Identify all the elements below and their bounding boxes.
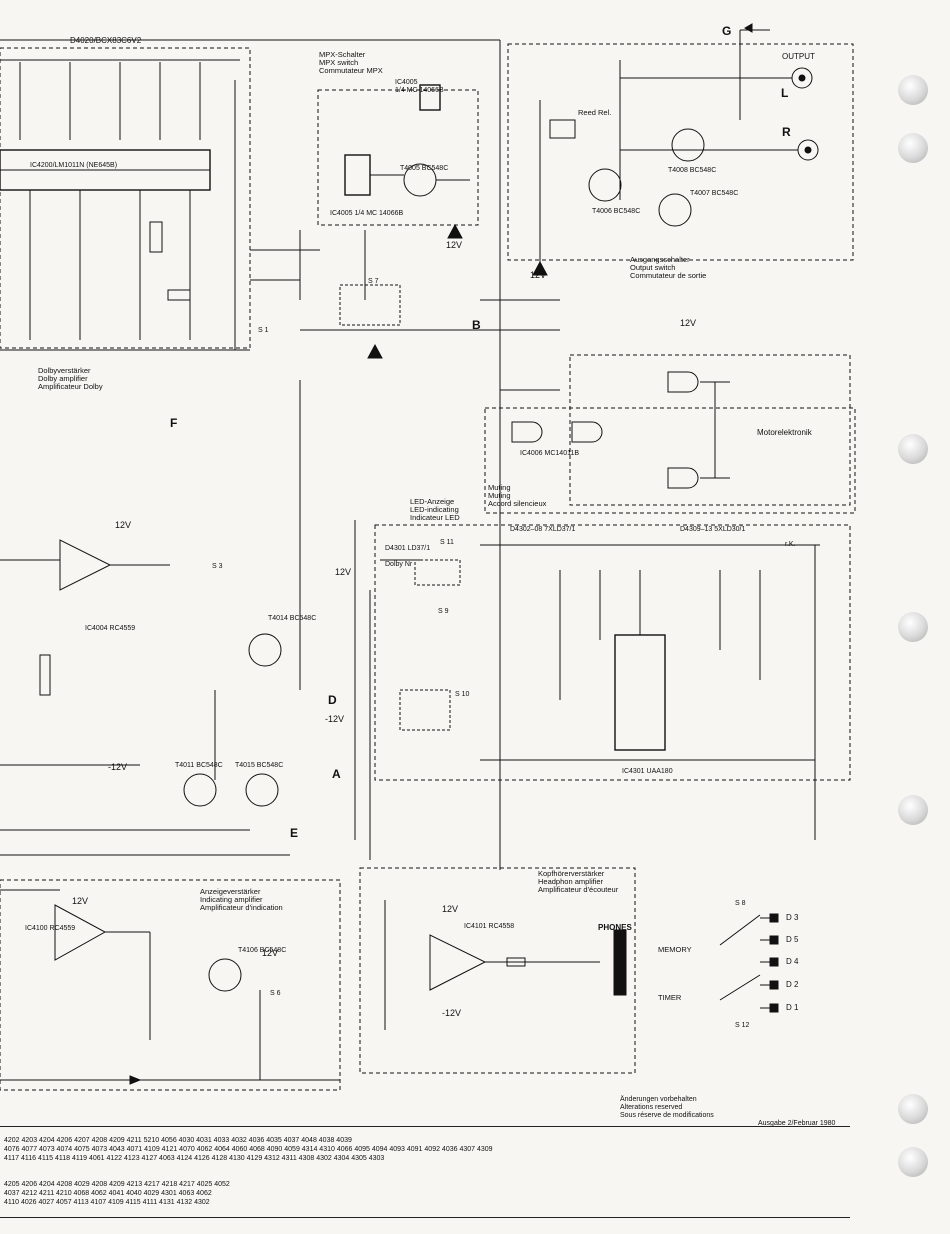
svg-text:D4309–13 5XLD30/1: D4309–13 5XLD30/1 [680,526,745,533]
svg-text:T4014 BC548C: T4014 BC548C [268,615,316,622]
binder-hole [898,133,928,163]
timer-label: TIMER [658,993,682,1002]
supply-12v-s1: 12V [680,318,697,328]
svg-text:IC4200/LM1011N (NE645B): IC4200/LM1011N (NE645B) [30,162,117,169]
parts-row: 4117 4116 4115 4118 4119 4061 4122 4123 … [4,1155,385,1162]
svg-text:IC4006 MC14011B: IC4006 MC14011B [520,450,579,457]
svg-text:S 12: S 12 [735,1022,750,1029]
svg-text:IC4005 1/4 MC 14066B: IC4005 1/4 MC 14066B [330,210,403,217]
svg-text:r.K.: r.K. [785,541,796,548]
connector-e: E [290,826,299,840]
binder-hole [898,612,928,642]
switch-contact-d2: D 2 [786,980,799,989]
svg-text:IC4301 UAA180: IC4301 UAA180 [622,768,673,775]
svg-text:S 8: S 8 [735,900,746,907]
svg-text:S 10: S 10 [455,691,470,698]
svg-text:S 11: S 11 [440,539,454,546]
supply-neg12v-ic4101: -12V [442,1008,462,1018]
edition-note: Änderungen vorbehalten Alterations reser… [620,1096,836,1127]
svg-text:T4005 BC548C: T4005 BC548C [400,165,448,172]
svg-text:D4020/BCX83C6V2: D4020/BCX83C6V2 [70,36,142,45]
supply-12v-mpx: 12V [446,240,463,250]
supply-12v-led: 12V [335,567,352,577]
switch-contact-d4: D 4 [786,957,799,966]
svg-text:IC4100 RC4559: IC4100 RC4559 [25,925,75,932]
connector-a: A [332,767,341,781]
svg-text:D4301 LD37/1: D4301 LD37/1 [385,545,430,552]
svg-text:S 9: S 9 [438,608,449,615]
phones-label: PHONES [598,923,632,932]
output-label: OUTPUT [782,52,815,61]
connector-b: B [472,318,481,332]
supply-12v-ic4101: 12V [442,904,459,914]
svg-text:S 1: S 1 [258,327,269,334]
connector-d: D [328,693,337,707]
svg-text:T4007 BC548C: T4007 BC548C [690,190,738,197]
svg-text:D4302–08 7XLD37/1: D4302–08 7XLD37/1 [510,526,575,533]
svg-text:IC4004 RC4559: IC4004 RC4559 [85,625,135,632]
parts-list: 4202 4203 4204 4206 4207 4208 4209 4211 … [0,1126,850,1218]
svg-text:S 6: S 6 [270,990,281,997]
svg-text:S 3: S 3 [212,563,223,570]
edition-issue: Ausgabe 2/Februar 1980 [758,1120,836,1127]
supply-12v-t4106: 12V [262,948,279,958]
svg-text:S 7: S 7 [368,278,379,285]
channel-l: L [781,86,789,100]
supply-12v-ic4100: 12V [72,896,89,906]
supply-neg12v-led: -12V [325,714,345,724]
connector-g: G [722,24,732,38]
parts-row: 4110 4026 4027 4057 4113 4107 4109 4115 … [4,1199,210,1206]
binder-hole [898,75,928,105]
svg-text:T4008 BC548C: T4008 BC548C [668,167,716,174]
switch-contact-d5: D 5 [786,935,799,944]
motor-electronics-label: Motorelektronik [757,428,812,437]
svg-text:IC4005: IC4005 [395,79,418,86]
parts-row: 4037 4212 4211 4210 4068 4062 4041 4040 … [4,1190,212,1197]
binder-hole [898,1147,928,1177]
svg-text:IC4101 RC4558: IC4101 RC4558 [464,923,514,930]
connector-f: F [170,416,178,430]
binder-hole [898,795,928,825]
binder-hole [898,434,928,464]
svg-text:Dolby Nr: Dolby Nr [385,561,413,568]
svg-text:T4006 BC548C: T4006 BC548C [592,208,640,215]
parts-row: 4076 4077 4073 4074 4075 4073 4043 4071 … [4,1146,493,1153]
switch-contact-d1: D 1 [786,1003,799,1012]
svg-text:1/4 MC 14066B: 1/4 MC 14066B [395,87,444,94]
supply-12v-ic4004: 12V [115,520,132,530]
parts-row: 4205 4206 4204 4208 4029 4208 4209 4213 … [4,1181,230,1188]
switch-contact-d3: D 3 [786,913,799,922]
svg-text:T4106 BC548C: T4106 BC548C [238,947,286,954]
supply-12v-output: 12V [530,270,547,280]
binder-hole [898,1094,928,1124]
svg-text:T4015 BC548C: T4015 BC548C [235,762,283,769]
svg-text:T4011 BC548C: T4011 BC548C [175,762,223,769]
channel-r: R [782,125,791,139]
memory-label: MEMORY [658,945,692,954]
reed-relay-label: Reed Rel. [578,108,612,117]
parts-row: 4202 4203 4204 4206 4207 4208 4209 4211 … [4,1137,352,1144]
supply-neg12v-left: -12V [108,762,128,772]
